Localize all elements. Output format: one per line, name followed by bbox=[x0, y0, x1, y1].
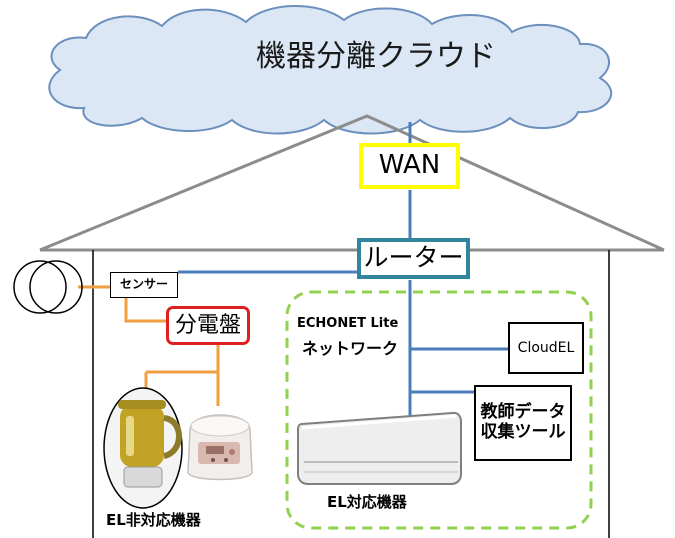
house-roof bbox=[39, 114, 665, 252]
echonet-label-line2: ネットワーク bbox=[302, 339, 399, 358]
wan-label: WAN bbox=[378, 150, 441, 181]
network-lines bbox=[178, 122, 508, 420]
echonet-label-line1: ECHONET Lite bbox=[297, 316, 399, 331]
teacher-tool-line1: 教師データ bbox=[480, 402, 566, 423]
cloud-label: 機器分離クラウド bbox=[256, 39, 496, 74]
teacher-tool-line2: 収集ツール bbox=[480, 422, 566, 442]
non-el-device-label: EL非対応機器 bbox=[106, 511, 201, 529]
distribution-board-box: 分電盤 bbox=[166, 306, 250, 345]
sensor-box: センサー bbox=[110, 272, 178, 298]
router-label: ルーター bbox=[363, 243, 464, 273]
el-device-label: EL対応機器 bbox=[327, 493, 407, 511]
cloudel-box: CloudEL bbox=[508, 322, 584, 374]
rice-cooker-icon bbox=[187, 414, 253, 481]
wan-box: WAN bbox=[359, 143, 460, 189]
echonet-zone bbox=[285, 290, 593, 530]
kettle-icon bbox=[103, 387, 183, 509]
distribution-board-label: 分電盤 bbox=[174, 312, 241, 338]
teacher-tool-box: 教師データ 収集ツール bbox=[474, 385, 572, 461]
cloud-shape bbox=[48, 4, 613, 135]
router-box: ルーター bbox=[357, 238, 470, 279]
transformer-icon bbox=[13, 260, 83, 314]
cloudel-label: CloudEL bbox=[517, 339, 575, 356]
sensor-label: センサー bbox=[119, 277, 168, 292]
air-conditioner-icon bbox=[297, 411, 462, 485]
